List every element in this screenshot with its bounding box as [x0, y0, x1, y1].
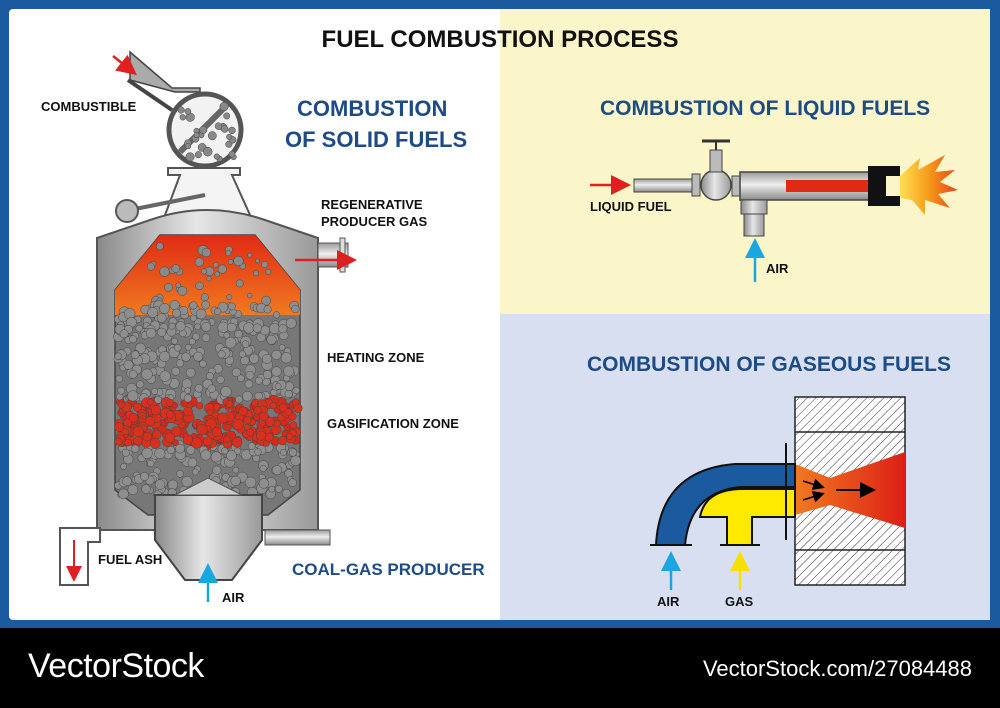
label-air-gas: AIR	[657, 594, 680, 609]
bottom-pipe	[264, 529, 331, 546]
label-regenerative: REGENERATIVE	[321, 197, 423, 212]
valve-body	[700, 169, 732, 201]
liquid-burner-drawing	[590, 139, 958, 282]
burner-nozzle	[868, 166, 900, 206]
footer-bar	[0, 628, 1000, 708]
combustible-arrow-icon	[112, 54, 137, 76]
label-producer-gas: PRODUCER GAS	[321, 214, 428, 229]
fuel-pebbles	[113, 101, 303, 500]
label-liquid-fuel: LIQUID FUEL	[590, 199, 672, 214]
coal-gas-producer-drawing	[59, 50, 357, 602]
gas-burner-drawing	[650, 396, 906, 590]
label-combustible: COMBUSTIBLE	[41, 99, 137, 114]
solid-title-line1: COMBUSTION	[297, 96, 448, 121]
outlet-flange	[339, 237, 346, 273]
solid-title-line2: OF SOLID FUELS	[285, 127, 468, 152]
liquid-title: COMBUSTION OF LIQUID FUELS	[600, 97, 931, 120]
counterweight	[115, 199, 139, 223]
fuel-pipe	[633, 178, 697, 193]
label-fuel-ash: FUEL ASH	[98, 552, 163, 567]
valve-stem	[709, 149, 723, 173]
gas-duct	[698, 488, 796, 546]
label-air-liquid: AIR	[766, 261, 789, 276]
label-gas: GAS	[725, 594, 754, 609]
gaseous-title: COMBUSTION OF GASEOUS FUELS	[587, 353, 952, 376]
ash-chute	[59, 527, 101, 586]
image-id-url: VectorStock.com/27084488	[702, 656, 972, 681]
label-gasification-zone: GASIFICATION ZONE	[327, 416, 459, 431]
fuel-jet	[786, 180, 878, 192]
brand-logo: VectorStock	[28, 647, 204, 685]
mix-arrow-icon	[802, 478, 825, 491]
air-pipe	[743, 213, 765, 237]
lever-arm	[129, 193, 206, 212]
label-heating-zone: HEATING ZONE	[327, 350, 425, 365]
liquid-fuels-panel	[500, 9, 990, 314]
page-title: FUEL COMBUSTION PROCESS	[321, 26, 679, 53]
feed-chute	[129, 50, 201, 93]
mix-arrow-icon	[802, 490, 825, 503]
label-coal-gas-producer: COAL-GAS PRODUCER	[292, 560, 485, 579]
feed-chute-lower	[126, 78, 174, 112]
grate-cap	[174, 477, 243, 496]
label-air-solid: AIR	[222, 590, 245, 605]
air-inlet-hood	[154, 494, 263, 581]
air-duct	[654, 463, 796, 546]
flame	[900, 155, 958, 215]
